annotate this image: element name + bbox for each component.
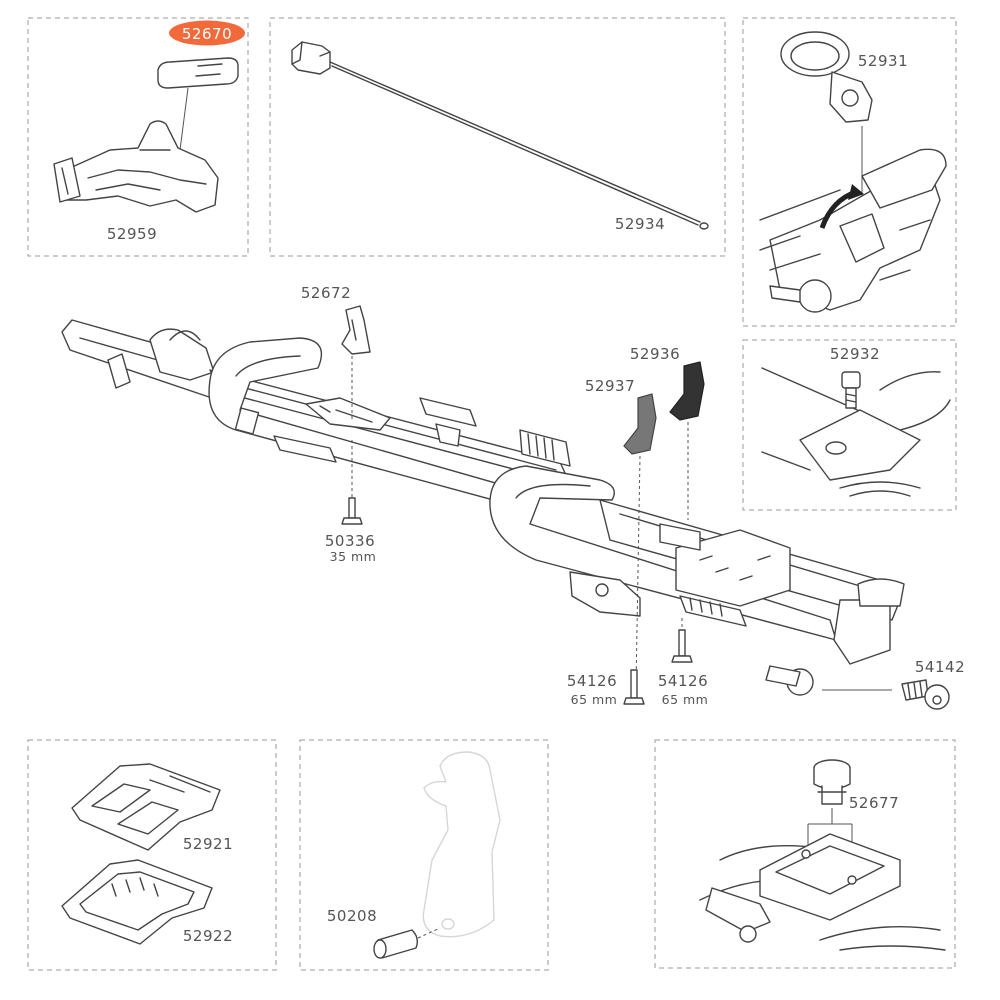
part-52937-drawing: [623, 393, 657, 687]
part-label-52670: 52670: [182, 25, 232, 43]
assembly-detail-52931: [759, 148, 947, 313]
panel-52959: [27, 17, 249, 257]
panel-52921-52922: [27, 739, 277, 971]
bike-carrier-main-drawing: [61, 319, 905, 696]
part-52677-drawing: [807, 759, 853, 880]
part-label-54142: 54142: [915, 658, 965, 676]
base-plate-detail-52677: [699, 833, 946, 951]
part-label-52937: 52937: [585, 377, 635, 395]
part-52670-drawing: [157, 57, 239, 151]
part-54126-left-drawing: [623, 669, 645, 705]
part-length-54126-left: 65 mm: [571, 692, 618, 707]
arm-outline-faint: [422, 751, 501, 938]
part-label-52672: 52672: [301, 284, 351, 302]
highlight-badge-52670: [169, 20, 245, 46]
part-54142-drawing: [822, 679, 950, 710]
part-label-50208: 50208: [327, 907, 377, 925]
part-label-52677: 52677: [849, 794, 899, 812]
part-52931-drawing: [780, 31, 873, 200]
part-52672-drawing: [341, 305, 371, 420]
part-54126-right-drawing: [671, 618, 693, 663]
part-label-52932: 52932: [830, 345, 880, 363]
panel-52934: [269, 17, 726, 257]
part-52936-drawing: [669, 361, 705, 520]
part-52959-drawing: [53, 120, 219, 213]
part-label-52936: 52936: [630, 345, 680, 363]
part-52922-drawing: [61, 859, 213, 945]
part-label-50336: 50336: [325, 532, 375, 550]
part-label-52934: 52934: [615, 215, 665, 233]
panel-52677: [654, 739, 956, 969]
part-length-54126-right: 65 mm: [662, 692, 709, 707]
panel-52932: [742, 339, 957, 511]
part-label-52922: 52922: [183, 927, 233, 945]
part-label-52959: 52959: [107, 225, 157, 243]
part-52932-drawing: [761, 367, 951, 497]
part-52934-drawing: [291, 41, 709, 230]
part-label-52921: 52921: [183, 835, 233, 853]
part-52921-drawing: [71, 763, 221, 851]
part-label-54126-right: 54126: [658, 672, 708, 690]
part-label-54126-left: 54126: [567, 672, 617, 690]
part-50208-drawing: [373, 927, 441, 959]
part-label-52931: 52931: [858, 52, 908, 70]
part-50336-drawing: [341, 440, 363, 525]
part-length-50336: 35 mm: [330, 549, 377, 564]
panel-50208: [299, 739, 549, 971]
